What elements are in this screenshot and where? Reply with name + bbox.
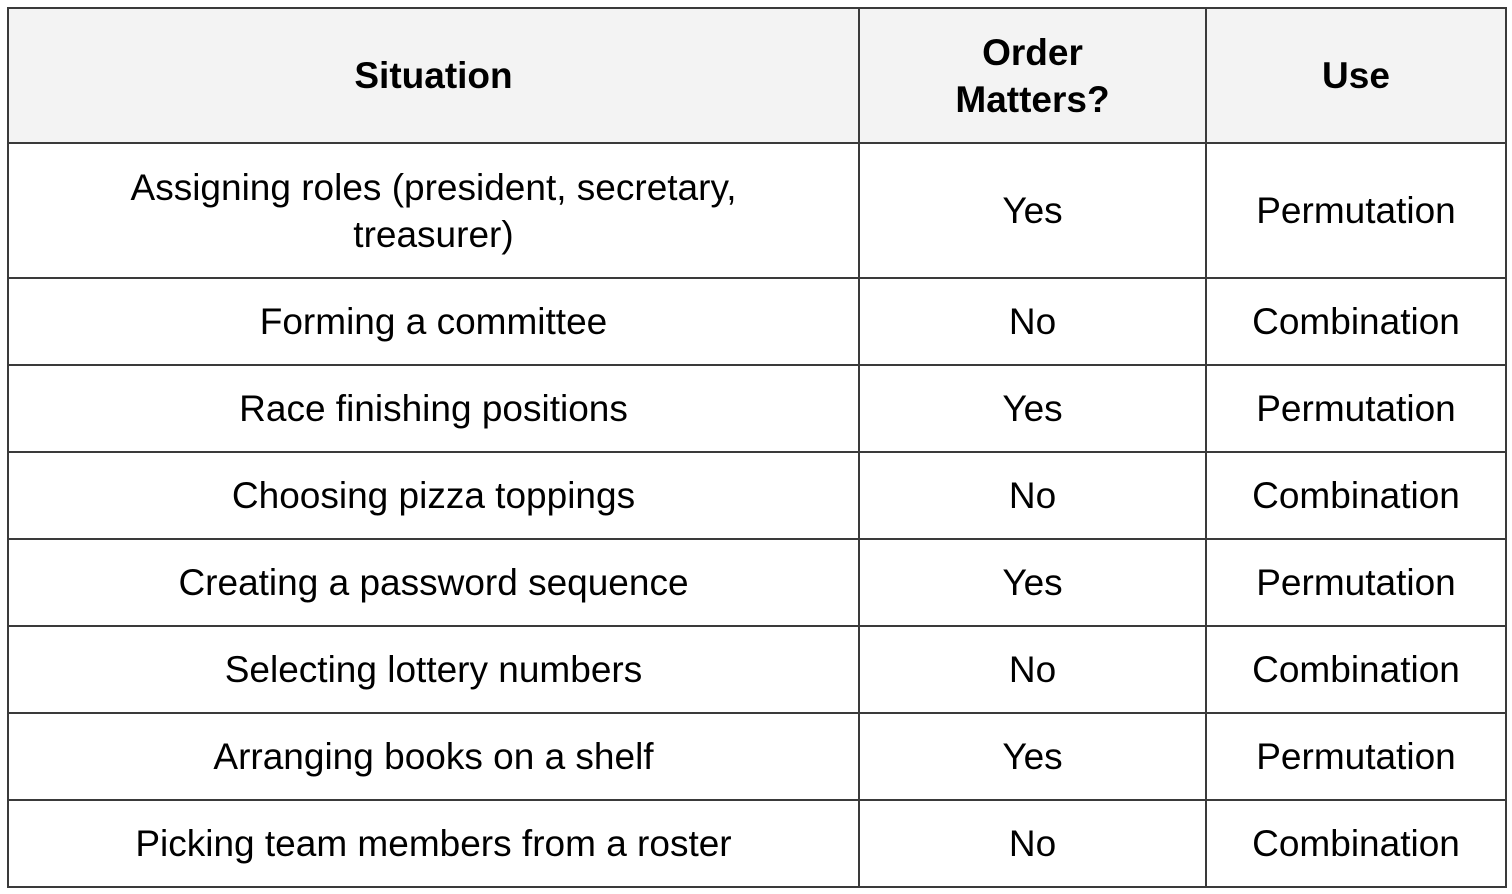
cell-situation: Assigning roles (president, secretary, t…: [7, 142, 860, 279]
cell-order-matters: Yes: [858, 142, 1207, 279]
cell-order-matters: No: [858, 799, 1207, 888]
cell-use: Combination: [1205, 625, 1507, 714]
cell-order-matters: No: [858, 277, 1207, 366]
cell-order-matters: Yes: [858, 538, 1207, 627]
table-row: Picking team members from a roster No Co…: [7, 799, 1507, 888]
table-row: Arranging books on a shelf Yes Permutati…: [7, 712, 1507, 801]
table-row: Assigning roles (president, secretary, t…: [7, 142, 1507, 279]
table-row: Race finishing positions Yes Permutation: [7, 364, 1507, 453]
cell-order-matters: Yes: [858, 364, 1207, 453]
table-row: Creating a password sequence Yes Permuta…: [7, 538, 1507, 627]
header-row: Situation Order Matters? Use: [7, 7, 1507, 144]
table-container: Situation Order Matters? Use Assigning r…: [7, 7, 1507, 888]
cell-use: Combination: [1205, 277, 1507, 366]
cell-use: Permutation: [1205, 142, 1507, 279]
cell-situation: Forming a committee: [7, 277, 860, 366]
cell-use: Permutation: [1205, 712, 1507, 801]
table-row: Choosing pizza toppings No Combination: [7, 451, 1507, 540]
cell-order-matters: No: [858, 625, 1207, 714]
cell-use: Permutation: [1205, 364, 1507, 453]
cell-use: Combination: [1205, 451, 1507, 540]
header-order-matters: Order Matters?: [858, 7, 1207, 144]
cell-order-matters: No: [858, 451, 1207, 540]
table-row: Forming a committee No Combination: [7, 277, 1507, 366]
cell-situation: Picking team members from a roster: [7, 799, 860, 888]
cell-situation: Race finishing positions: [7, 364, 860, 453]
cell-situation: Creating a password sequence: [7, 538, 860, 627]
cell-situation: Arranging books on a shelf: [7, 712, 860, 801]
header-use: Use: [1205, 7, 1507, 144]
cell-use: Combination: [1205, 799, 1507, 888]
cell-situation: Selecting lottery numbers: [7, 625, 860, 714]
cell-order-matters: Yes: [858, 712, 1207, 801]
cell-use: Permutation: [1205, 538, 1507, 627]
header-situation: Situation: [7, 7, 860, 144]
situation-table: Situation Order Matters? Use Assigning r…: [7, 7, 1507, 888]
table-row: Selecting lottery numbers No Combination: [7, 625, 1507, 714]
cell-situation: Choosing pizza toppings: [7, 451, 860, 540]
